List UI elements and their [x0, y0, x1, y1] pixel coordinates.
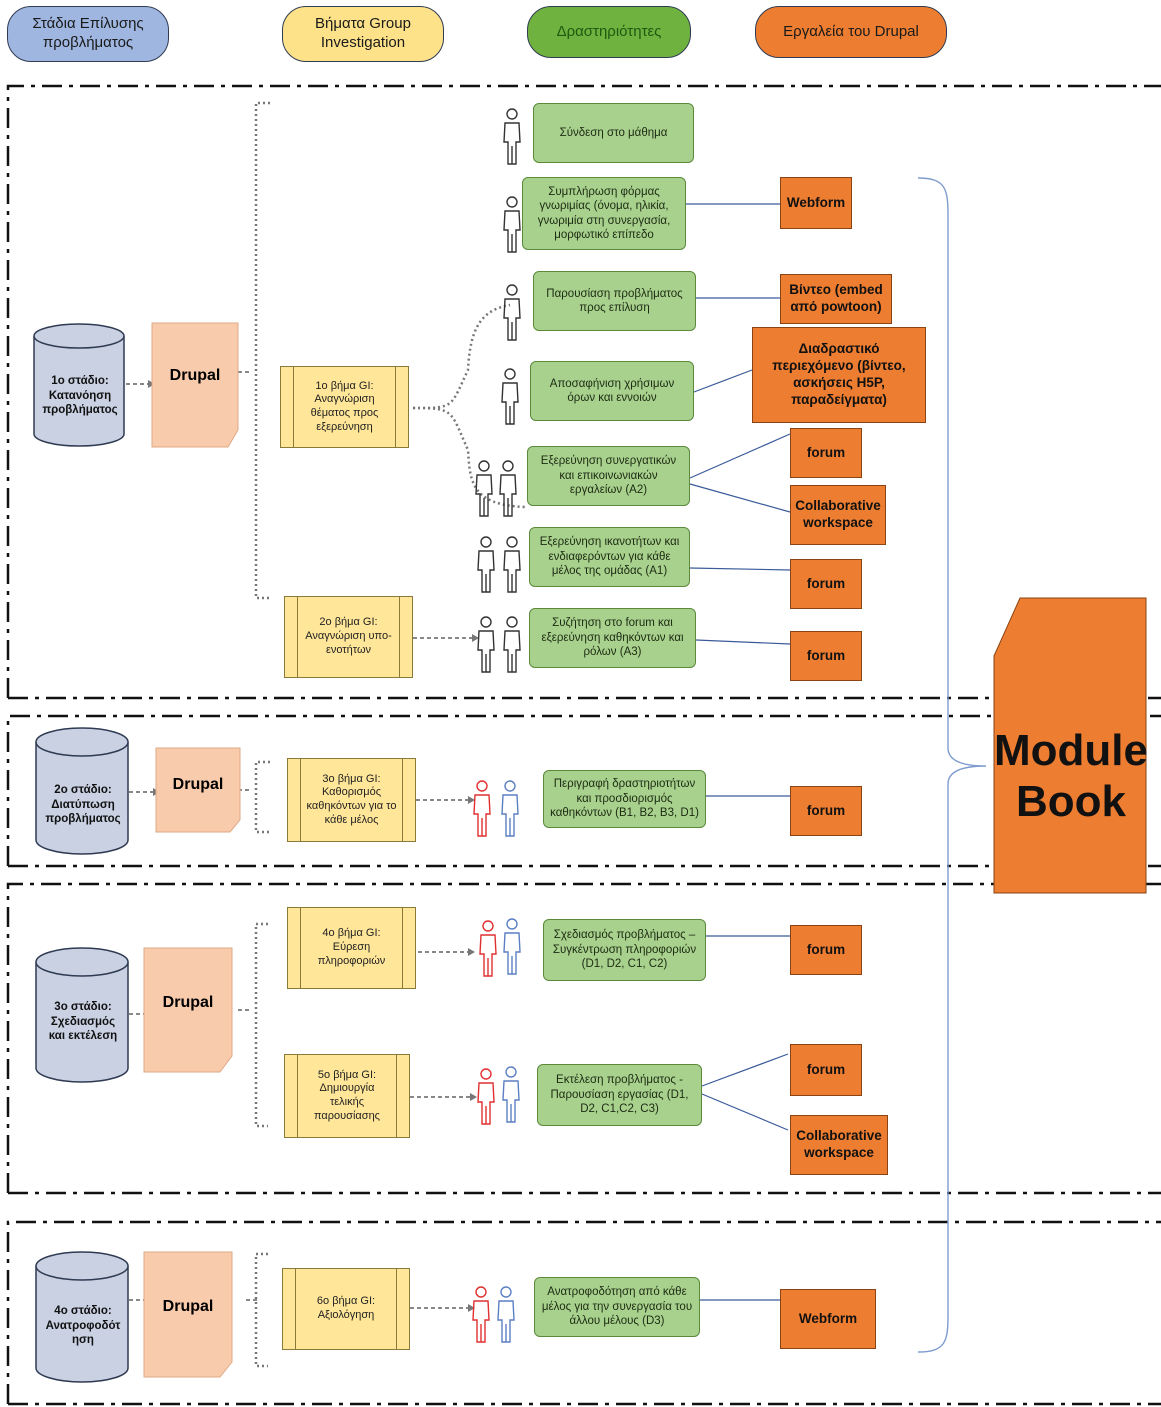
person-icon: [503, 108, 521, 165]
activity-box: Αποσαφήνιση χρήσιμων όρων και εννοιών: [530, 361, 694, 421]
person-icon: [477, 536, 495, 593]
gi-step-3-label: 3ο βήμα GI: Καθορισμός καθηκόντων για το…: [306, 772, 397, 826]
person-icon: [503, 536, 521, 593]
activity-box: Εξερεύνηση συνεργατικών και επικοινωνιακ…: [527, 446, 690, 506]
person-icon-red: [473, 780, 491, 837]
activity-box: Συζήτηση στο forum και εξερεύνηση καθηκό…: [529, 608, 696, 668]
section-3-border: [6, 882, 1161, 1195]
section-4-border: [6, 1220, 1161, 1406]
arrowheads: [144, 380, 479, 1312]
cylinder-1-icon: [33, 323, 125, 447]
stage-2-label: 2ο στάδιο: Διατύπωση προβλήματος: [45, 784, 121, 826]
module-brace: [917, 177, 987, 1353]
person-icon-red: [472, 1286, 490, 1343]
gi-step-5: 5ο βήμα GI: Δημιουργία τελικής παρουσίασ…: [284, 1054, 410, 1138]
person-icon: [499, 460, 517, 517]
person-icon-blue: [501, 780, 519, 837]
gi-brackets: [254, 101, 526, 1368]
tool-box: Διαδραστικό περιεχόμενο (βίντεο, ασκήσει…: [752, 327, 926, 423]
person-icon: [475, 460, 493, 517]
activity-box: Σύνδεση στο μάθημα: [533, 103, 694, 163]
tool-box: forum: [790, 428, 862, 478]
gi-step-4-label: 4ο βήμα GI: Εύρεση πληροφοριών: [317, 927, 386, 967]
person-icon: [503, 284, 521, 341]
tool-box: forum: [790, 786, 862, 836]
tool-box: forum: [790, 559, 862, 609]
person-icon-red: [479, 920, 497, 977]
module-book-shape: [993, 597, 1147, 894]
header-stages: Στάδια Επίλυσης προβλήματος: [7, 6, 169, 62]
gi-step-6: 6ο βήμα GI: Αξιολόγηση: [282, 1268, 410, 1350]
tool-box: forum: [790, 1044, 862, 1096]
drupal-doc-4: [143, 1251, 233, 1378]
person-icon-blue: [502, 1066, 520, 1123]
gi-step-1-label: 1ο βήμα GI: Αναγνώριση θέματος προς εξερ…: [310, 379, 379, 433]
drupal-label: Drupal: [169, 367, 221, 384]
stage-4-label: 4ο στάδιο: Ανατροφοδότ ηση: [45, 1305, 121, 1347]
gi-step-1: 1ο βήμα GI: Αναγνώριση θέματος προς εξερ…: [280, 366, 409, 448]
section-1-border: [6, 84, 1161, 700]
drupal-doc-2: [155, 747, 241, 833]
person-icon: [503, 616, 521, 673]
tool-box: Βίντεο (embed από powtoon): [780, 274, 892, 324]
tool-box: Collaborative workspace: [790, 1115, 888, 1175]
person-icons: [475, 108, 521, 673]
activity-box: Συμπλήρωση φόρμας γνωριμίας (όνομα, ηλικ…: [522, 177, 686, 250]
drupal-doc-3: [143, 947, 233, 1073]
person-icon: [501, 368, 519, 425]
cylinder-3-icon: [35, 947, 129, 1083]
gi-step-2: 2ο βήμα GI: Αναγνώριση υπο-ενοτήτων: [284, 596, 413, 678]
tool-box: Webform: [780, 177, 852, 229]
section-2-border: [6, 714, 1161, 868]
drupal-docs: [143, 322, 241, 1378]
header-activities: Δραστηριότητες: [527, 6, 691, 58]
drupal-doc-1: [151, 322, 239, 448]
cylinder-4-icon: [35, 1251, 129, 1383]
activity-box: Περιγραφή δραστηριοτήτων και προσδιορισμ…: [543, 770, 706, 828]
person-icon: [503, 196, 521, 253]
stage-1-label: 1ο στάδιο: Κατανόηση προβλήματος: [42, 375, 118, 417]
drupal-label: Drupal: [162, 994, 214, 1011]
activity-box: Ανατροφοδότηση από κάθε μέλος για την συ…: [534, 1277, 700, 1337]
header-gi-steps: Βήματα Group Investigation: [282, 6, 444, 62]
activity-box: Παρουσίαση προβλήματος προς επίλυση: [533, 271, 696, 331]
tool-box: Collaborative workspace: [790, 485, 886, 545]
cylinder-2-icon: [35, 727, 129, 855]
stage-3-label: 3ο στάδιο: Σχεδιασμός και εκτέλεση: [48, 1001, 118, 1043]
tool-box: forum: [790, 925, 862, 975]
tool-box: Webform: [780, 1289, 876, 1349]
gi-step-2-label: 2ο βήμα GI: Αναγνώριση υπο-ενοτήτων: [305, 616, 392, 656]
gi-step-4: 4ο βήμα GI: Εύρεση πληροφοριών: [287, 907, 416, 989]
activity-box: Εκτέλεση προβλήματος - Παρουσίαση εργασί…: [537, 1064, 702, 1126]
gi-step-3: 3ο βήμα GI: Καθορισμός καθηκόντων για το…: [287, 758, 416, 842]
drupal-label: Drupal: [172, 776, 224, 793]
person-icon-blue: [497, 1286, 515, 1343]
gi-step-6-label: 6ο βήμα GI: Αξιολόγηση: [316, 1295, 376, 1321]
stage-cylinders: [33, 323, 129, 1383]
person-icon-red: [477, 1068, 495, 1125]
header-tools: Εργαλεία του Drupal: [755, 6, 947, 58]
tool-box: forum: [790, 631, 862, 681]
person-icon-blue: [503, 918, 521, 975]
person-icon: [477, 616, 495, 673]
tool-links: [686, 203, 791, 1301]
section-borders: [6, 84, 1161, 1406]
drupal-label: Drupal: [162, 1298, 214, 1315]
activity-box: Εξερεύνηση ικανοτήτων και ενδιαφερόντων …: [529, 527, 690, 587]
module-book-label: Module Book: [994, 726, 1148, 826]
gi-step-5-label: 5ο βήμα GI: Δημιουργία τελικής παρουσίασ…: [314, 1068, 380, 1122]
activity-box: Σχεδιασμός προβλήματος – Συγκέντρωση πλη…: [543, 919, 706, 981]
